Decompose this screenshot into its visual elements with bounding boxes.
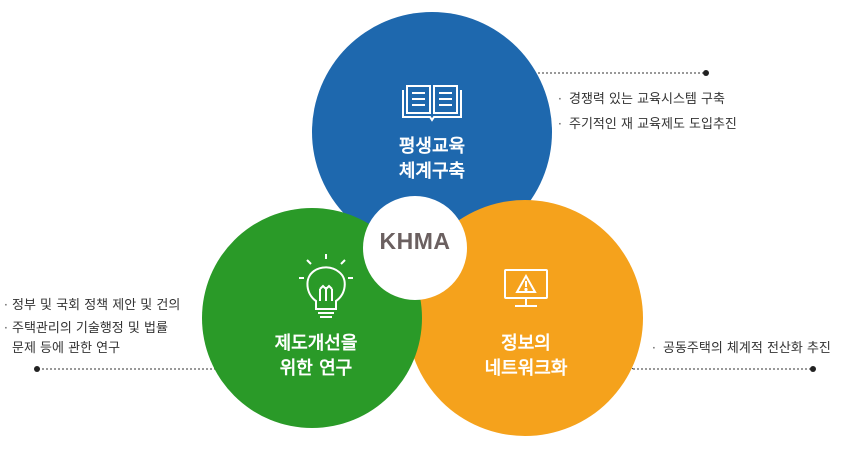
note-left-2: 주택관리의 기술행정 및 법률 [12,321,168,336]
connector-dot [703,70,709,76]
connector-dot [810,366,816,372]
circle-top-title: 평생교육 체계구축 [342,134,522,184]
circle-right [407,200,643,436]
connector-dot [34,366,40,372]
note-left-1: 정부 및 국회 정책 제안 및 건의 [12,298,181,313]
bullet-icon: · [4,298,8,312]
khma-label: KHMA [379,228,451,254]
circle-right-title: 정보의 네트워크화 [436,331,616,381]
center-circle [363,196,467,300]
bullet-icon: · [558,117,562,131]
circle-top-line2: 체계구축 [398,161,466,182]
lightbulb-icon [299,254,353,318]
note-top-2: 주기적인 재 교육제도 도입추진 [569,117,737,132]
book-icon [402,85,462,122]
note-right-1: 공동주택의 체계적 전산화 추진 [663,341,831,356]
circle-left-line1: 제도개선을 [274,333,358,354]
bullet-icon: · [652,341,656,355]
note-top-1: 경쟁력 있는 교육시스템 구축 [569,92,725,107]
circle-top [312,12,552,252]
bullet-icon: · [4,321,8,335]
circle-right-line1: 정보의 [501,333,551,354]
bullet-icon: · [558,92,562,106]
note-left-3: 문제 등에 관한 연구 [12,341,121,356]
circle-right-line2: 네트워크화 [484,358,568,379]
circle-left-line2: 위한 연구 [279,358,353,379]
circle-top-line1: 평생교육 [398,136,466,157]
monitor-warning-icon [504,269,548,307]
circle-left-title: 제도개선을 위한 연구 [226,331,406,381]
